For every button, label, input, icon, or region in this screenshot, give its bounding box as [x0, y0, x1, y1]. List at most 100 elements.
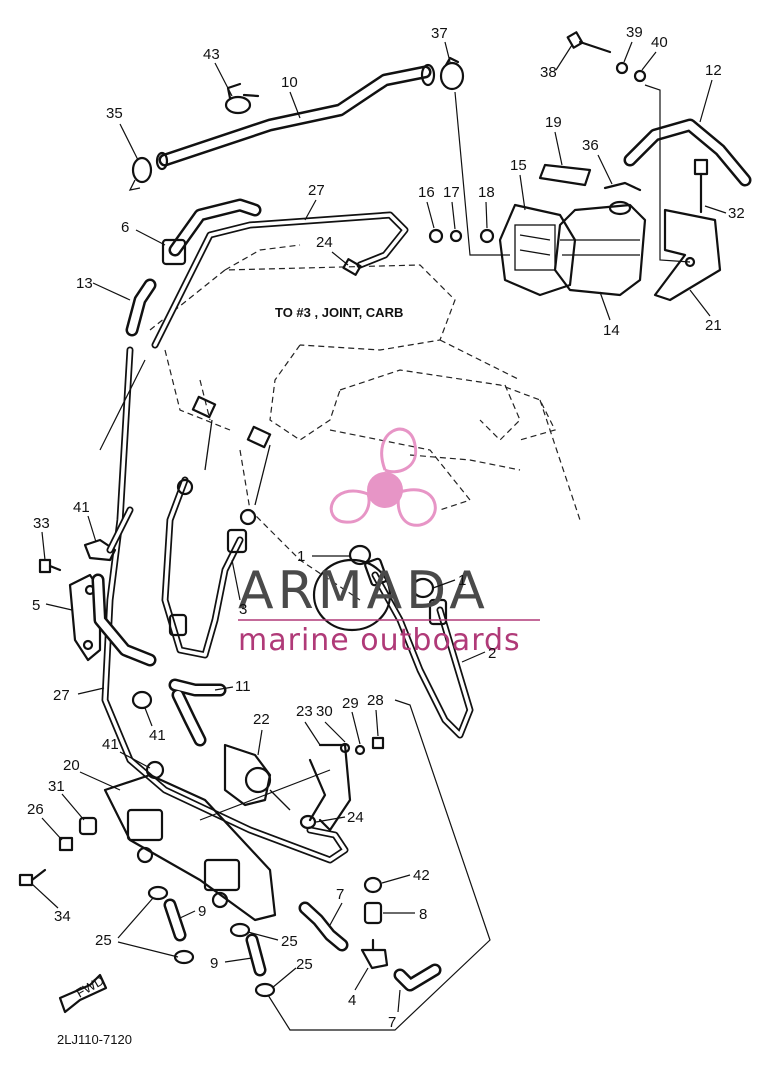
hose-3 [161, 476, 248, 659]
callout-25-b: 25 [281, 933, 298, 950]
callout-29: 29 [342, 695, 359, 712]
clamp-25-d [254, 982, 276, 998]
plate-20 [103, 769, 331, 922]
tube-27-upper [151, 211, 409, 349]
callout-38: 38 [540, 64, 557, 81]
bracket-21 [653, 208, 722, 302]
callout-42: 42 [413, 867, 430, 884]
bracket-23 [308, 743, 352, 832]
cap-8 [363, 901, 383, 925]
bolt-33 [38, 558, 62, 574]
callout-36: 36 [582, 137, 599, 154]
callout-7-a: 7 [336, 886, 344, 903]
logo-core [367, 472, 403, 508]
callout-32: 32 [728, 205, 745, 222]
callout-11: 11 [235, 678, 251, 695]
callout-20: 20 [63, 757, 80, 774]
hose-12 [623, 118, 752, 187]
callout-27-upper: 27 [308, 182, 325, 199]
callout-41-b: 41 [149, 727, 166, 744]
callouts: 1 1 2 3 4 5 6 7 7 8 9 9 10 11 12 13 14 1… [27, 24, 745, 1031]
watermark-tagline: marine outboards [238, 623, 521, 658]
callout-43: 43 [203, 46, 220, 63]
tee-4 [360, 938, 389, 970]
callout-15: 15 [510, 157, 527, 174]
callout-41-c: 41 [102, 736, 119, 753]
bolt-28 [371, 736, 385, 750]
callout-25-a: 25 [95, 932, 112, 949]
bolt-38 [566, 31, 612, 54]
clamp-25-b [173, 949, 195, 965]
callout-19: 19 [545, 114, 562, 131]
cap-1-a [348, 544, 372, 566]
callout-27-lower: 27 [53, 687, 70, 704]
callout-1-b: 1 [458, 572, 466, 589]
watermark: ARMADA marine outboards [238, 561, 540, 658]
bolt-34 [18, 868, 47, 887]
watermark-logo [329, 427, 437, 527]
callout-2: 2 [488, 645, 496, 662]
ring-large [312, 558, 392, 632]
callout-34: 34 [54, 908, 71, 925]
callout-37: 37 [431, 25, 448, 42]
clamp-25-c [229, 922, 251, 938]
callout-35: 35 [106, 105, 123, 122]
callout-12: 12 [705, 62, 722, 79]
note-text: TO #3 , JOINT, CARB [275, 305, 403, 320]
cap-42 [363, 876, 383, 894]
callout-33: 33 [33, 515, 50, 532]
callout-31: 31 [48, 778, 65, 795]
engine-block-outline [149, 244, 581, 601]
callout-30: 30 [316, 703, 333, 720]
tube-27-lower [101, 346, 349, 864]
watermark-brand: ARMADA [238, 561, 489, 621]
logo-petal-left [329, 489, 371, 524]
callout-23: 23 [296, 703, 313, 720]
callout-41-a: 41 [73, 499, 90, 516]
washer-30 [339, 742, 351, 754]
clamp-24-lower [299, 814, 317, 830]
callout-16: 16 [418, 184, 435, 201]
part-31 [78, 816, 98, 836]
washer-29 [354, 744, 366, 756]
callout-14: 14 [603, 322, 620, 339]
callout-26: 26 [27, 801, 44, 818]
bracket-41 [83, 506, 134, 562]
tank-14 [553, 200, 647, 297]
fittings-center [176, 395, 272, 526]
clamp-41-mid [131, 690, 153, 710]
bolt-32 [693, 158, 709, 214]
callout-6: 6 [121, 219, 129, 236]
callout-21: 21 [705, 317, 722, 334]
nut-39 [615, 61, 629, 75]
hose-6 [161, 198, 262, 266]
hose-9-left [163, 898, 187, 942]
callout-10: 10 [281, 74, 298, 91]
callout-7-b: 7 [388, 1014, 396, 1031]
callout-9-b: 9 [210, 955, 218, 972]
hose-7-upper [298, 901, 349, 952]
callout-39: 39 [626, 24, 643, 41]
hose-11 [168, 678, 227, 747]
callout-8: 8 [419, 906, 427, 923]
nut-40 [633, 69, 647, 83]
clamp-25-a [147, 885, 169, 901]
ring-37 [439, 56, 465, 91]
callout-28: 28 [367, 692, 384, 709]
hose-10 [155, 63, 436, 171]
callout-22: 22 [253, 711, 270, 728]
callout-18: 18 [478, 184, 495, 201]
logo-petal-top [380, 427, 418, 474]
washer-17 [449, 229, 463, 243]
bolt-26 [58, 836, 74, 852]
valve-22 [223, 743, 291, 811]
logo-petal-right [396, 488, 437, 527]
clip-36 [603, 181, 642, 192]
clamp-43 [224, 82, 260, 115]
hose-left [91, 573, 157, 667]
washer-16 [428, 228, 444, 244]
housing-15 [498, 203, 577, 297]
clamp-35 [128, 156, 153, 191]
washer-18 [479, 228, 495, 244]
